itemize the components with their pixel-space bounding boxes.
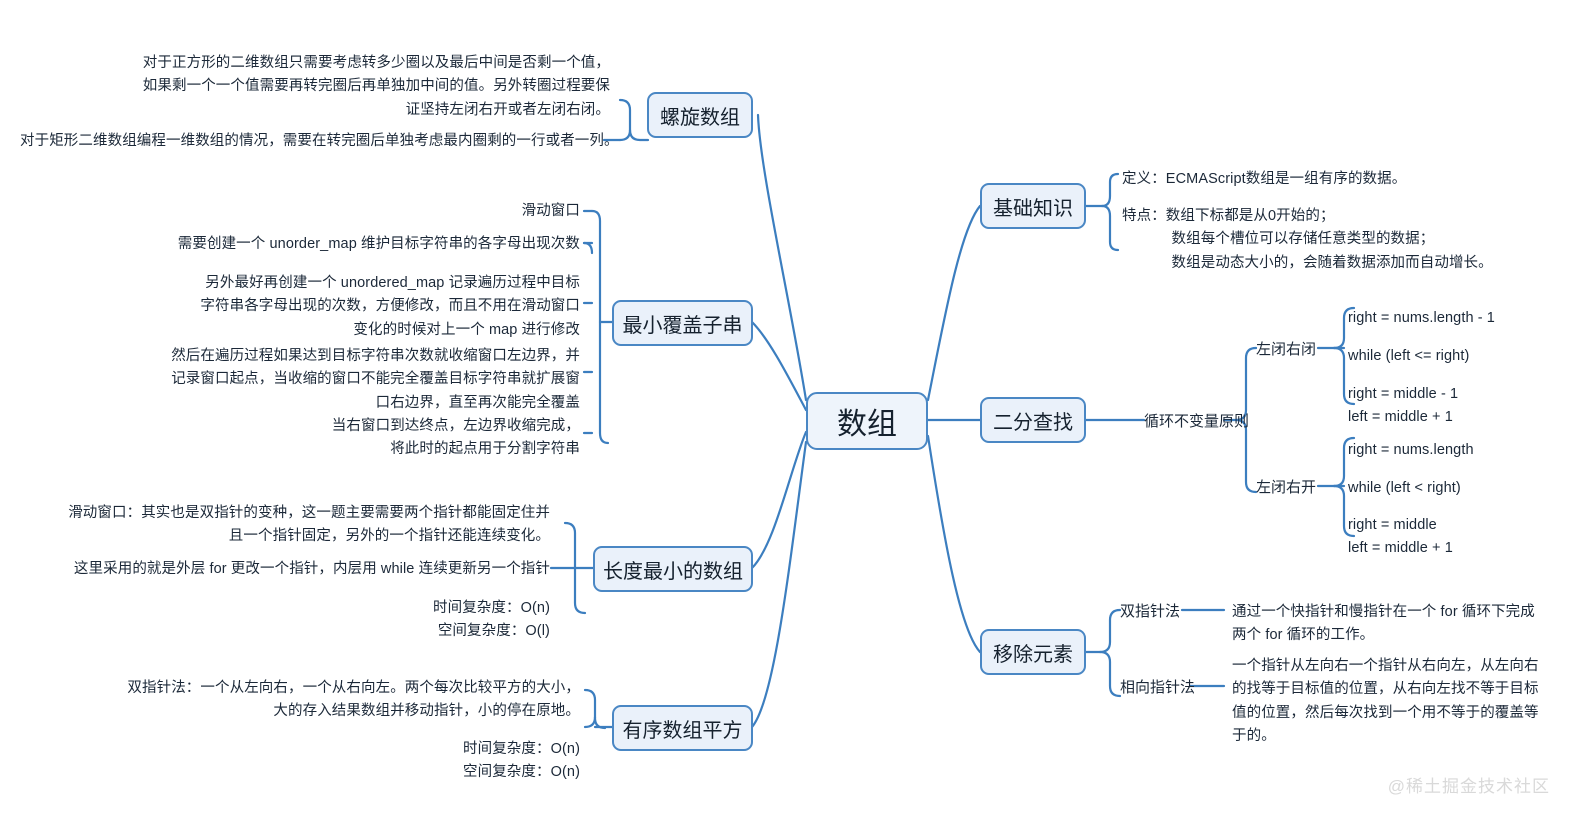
note-basics-0: 定义：ECMAScript数组是一组有序的数据。 — [1122, 171, 1407, 187]
note-sorted-square-1: 时间复杂度：O(n) 空间复杂度：O(n) — [463, 741, 580, 781]
node-root-label: 数组 — [837, 408, 897, 441]
note-min-length-2: 时间复杂度：O(n) 空间复杂度：O(l) — [433, 600, 550, 640]
label-loop-invariant: 循环不变量原则 — [1144, 413, 1250, 430]
note-min-length-0: 滑动窗口：其实也是双指针的变种，这一题主要需要两个指针都能固定住并 且一个指针固… — [68, 505, 550, 545]
note-basics-1: 特点：数组下标都是从0开始的； 数组每个槽位可以存储任意类型的数据； 数组是动态… — [1122, 208, 1493, 271]
label-closed-closed: 左闭右闭 — [1256, 341, 1317, 358]
node-binary-search[interactable]: 二分查找 — [980, 397, 1086, 443]
item-fast-slow-0: 通过一个快指针和慢指针在一个 for 循环下完成 两个 for 循环的工作。 — [1232, 604, 1535, 644]
note-min-window-0: 滑动窗口 — [521, 203, 580, 219]
item-co-1: while (left < right) — [1348, 480, 1461, 496]
item-cc-2: right = middle - 1 left = middle + 1 — [1348, 386, 1459, 426]
item-cc-0: right = nums.length - 1 — [1348, 310, 1495, 326]
node-sorted-square-label: 有序数组平方 — [622, 719, 743, 742]
node-basics[interactable]: 基础知识 — [980, 183, 1086, 229]
node-min-window-label: 最小覆盖子串 — [622, 314, 743, 337]
node-basics-label: 基础知识 — [993, 197, 1073, 220]
node-binary-search-label: 二分查找 — [993, 411, 1073, 434]
note-min-window-2: 另外最好再创建一个 unordered_map 记录遍历过程中目标 字符串各字母… — [200, 275, 580, 338]
note-min-window-3: 然后在遍历过程如果达到目标字符串次数就收缩窗口左边界，并 记录窗口起点，当收缩的… — [171, 348, 580, 411]
item-co-0: right = nums.length — [1348, 442, 1474, 458]
node-min-length-label: 长度最小的数组 — [603, 560, 743, 583]
item-cc-1: while (left <= right) — [1348, 348, 1470, 364]
label-closed-open: 左闭右开 — [1256, 479, 1317, 496]
node-spiral-label: 螺旋数组 — [660, 106, 740, 129]
label-fast-slow-pointer: 双指针法 — [1120, 603, 1181, 620]
label-opposite-pointer: 相向指针法 — [1120, 679, 1196, 696]
note-sorted-square-0: 双指针法：一个从左向右，一个从右向左。两个每次比较平方的大小， 大的存入结果数组… — [127, 680, 580, 720]
node-sorted-square[interactable]: 有序数组平方 — [612, 705, 753, 751]
note-min-window-1: 需要创建一个 unorder_map 维护目标字符串的各字母出现次数 — [177, 236, 580, 252]
watermark: @稀土掘金技术社区 — [1387, 777, 1550, 796]
node-remove-element-label: 移除元素 — [993, 643, 1073, 666]
node-root[interactable]: 数组 — [806, 392, 928, 450]
note-spiral-1: 对于矩形二维数组编程一维数组的情况，需要在转完圈后单独考虑最内圈剩的一行或者一列… — [20, 133, 619, 149]
node-spiral[interactable]: 螺旋数组 — [647, 92, 753, 138]
note-min-length-1: 这里采用的就是外层 for 更改一个指针，内层用 while 连续更新另一个指针 — [73, 561, 550, 577]
note-min-window-4: 当右窗口到达终点，左边界收缩完成， 将此时的起点用于分割字符串 — [331, 418, 580, 458]
note-spiral-0: 对于正方形的二维数组只需要考虑转多少圈以及最后中间是否剩一个值， 如果剩一个一个… — [142, 55, 610, 118]
item-co-2: right = middle left = middle + 1 — [1348, 517, 1453, 557]
node-min-length[interactable]: 长度最小的数组 — [593, 546, 753, 592]
item-opposite-0: 一个指针从左向右一个指针从右向左，从左向右 的找等于目标值的位置，从右向左找不等… — [1232, 658, 1539, 745]
node-min-window[interactable]: 最小覆盖子串 — [612, 300, 753, 346]
node-remove-element[interactable]: 移除元素 — [980, 629, 1086, 675]
